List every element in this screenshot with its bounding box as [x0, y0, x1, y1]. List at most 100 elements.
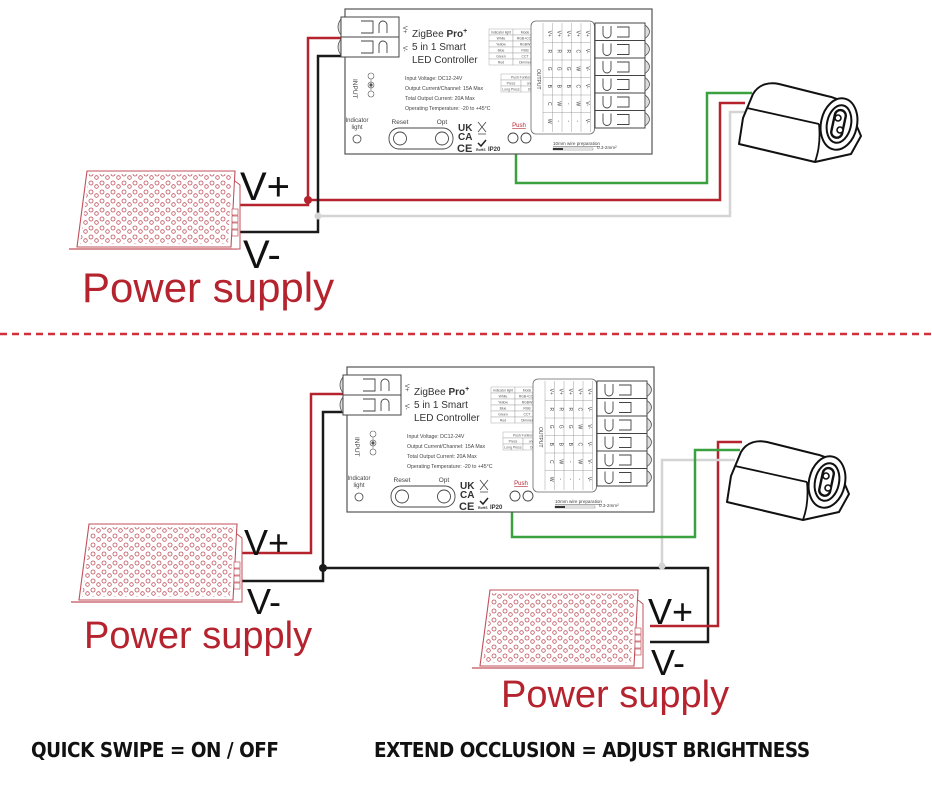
output-grid-cell: B	[546, 85, 552, 89]
output-grid-cell: -	[555, 120, 561, 122]
output-terminal[interactable]	[596, 468, 648, 487]
output-terminal[interactable]	[596, 415, 648, 434]
psu-terminal[interactable]	[231, 208, 239, 216]
indicator-table-cell: CCT	[524, 412, 531, 416]
psu-terminal[interactable]	[634, 634, 642, 642]
wire-gauge-label: 0.3-2mm²	[599, 503, 619, 508]
output-terminal-knob	[644, 24, 650, 40]
ip-rating: IP20	[490, 505, 503, 511]
psu-terminal[interactable]	[233, 575, 241, 583]
output-grid-cell: -	[567, 478, 573, 480]
output-grid-cell: V-	[584, 84, 590, 89]
output-grid-cell: W	[546, 119, 552, 124]
rohs-mark: RoHS	[476, 148, 486, 152]
psu-terminal[interactable]	[233, 582, 241, 590]
psu-vent-holes	[82, 527, 234, 597]
indicator-table-cell: Indicator light	[491, 30, 511, 34]
output-terminal[interactable]	[594, 75, 646, 94]
opt-button[interactable]	[435, 131, 449, 146]
output-terminal[interactable]	[594, 92, 646, 111]
output-terminal[interactable]	[596, 450, 648, 469]
input-terminal[interactable]	[340, 36, 400, 58]
output-terminal[interactable]	[594, 110, 646, 129]
output-grid-cell: V+	[546, 31, 552, 37]
output-grid-cell: W	[548, 477, 554, 482]
output-grid-cell: R	[567, 407, 573, 411]
spec-line: Operating Temperature: -20 to +45°C	[405, 106, 491, 112]
top-positive-wire	[240, 36, 345, 207]
psu-terminal[interactable]	[233, 561, 241, 569]
output-terminal[interactable]	[596, 433, 648, 452]
push-label: Push	[514, 481, 528, 487]
input-terminal[interactable]	[340, 16, 400, 38]
opt-label: Opt	[437, 119, 448, 126]
output-terminal[interactable]	[596, 380, 648, 399]
output-grid-cell: W	[574, 66, 580, 71]
indicator-light	[354, 492, 364, 502]
output-grid-cell: C	[576, 442, 582, 446]
push-terminal-2[interactable]	[520, 132, 532, 144]
output-grid-cell: G	[567, 425, 573, 429]
power-supply-unit	[472, 589, 644, 669]
input-terminal[interactable]	[342, 374, 402, 396]
push-terminal-1[interactable]	[507, 132, 519, 144]
button-plate	[390, 485, 456, 508]
psu-terminal[interactable]	[231, 229, 239, 237]
output-grid-cell: V+	[555, 31, 561, 37]
output-grid-cell: V-	[584, 66, 590, 71]
spec-line: Operating Temperature: -20 to +45°C	[407, 464, 493, 470]
caption-extend-occlusion: EXTEND OCCLUSION = ADJUST BRIGHTNESS	[374, 738, 810, 762]
power-supply-unit	[69, 170, 241, 250]
output-terminal[interactable]	[594, 57, 646, 76]
indicator-table-cell: RGB	[521, 48, 529, 52]
output-terminal-knob	[644, 111, 650, 127]
input-terminal[interactable]	[342, 394, 402, 416]
rohs-check-icon	[477, 139, 487, 148]
output-grid-cell: V-	[584, 101, 590, 106]
power-supply-top	[69, 170, 241, 250]
output-terminal[interactable]	[594, 22, 646, 41]
psu-terminal[interactable]	[231, 215, 239, 223]
opt-button[interactable]	[437, 489, 451, 504]
output-grid-cell: W	[576, 424, 582, 429]
power-supply-unit	[71, 523, 243, 603]
psu-terminal[interactable]	[231, 222, 239, 230]
bottom-positive-wire	[240, 392, 345, 555]
indicator-table-cell: RGBW	[522, 400, 533, 404]
output-terminal[interactable]	[596, 398, 648, 417]
output-grid-cell: C	[574, 84, 580, 88]
output-grid-cell: V-	[586, 459, 592, 464]
push-terminal-1[interactable]	[509, 490, 521, 502]
output-grid-cell: G	[565, 67, 571, 71]
ukca-mark: UK	[460, 481, 475, 492]
output-grid-cell: V-	[584, 49, 590, 54]
wire-prep-label: 10mm wire preparation	[555, 499, 602, 504]
reset-button[interactable]	[393, 131, 407, 146]
output-grid-cell: V-	[586, 442, 592, 447]
controller-subtitle: 5 in 1 Smart	[412, 42, 466, 53]
indicator-table-cell: Red	[500, 418, 506, 422]
input-vplus-marking: V+	[401, 26, 407, 34]
bottom-neutral-wire	[660, 458, 735, 566]
indicator-table-cell: Indicator light	[493, 388, 513, 392]
reset-button[interactable]	[395, 489, 409, 504]
psu-terminal[interactable]	[233, 568, 241, 576]
output-grid-cell: V+	[576, 389, 582, 395]
top-negative-wire	[240, 54, 345, 234]
psu-terminal[interactable]	[634, 648, 642, 656]
psu-vent-holes	[483, 593, 635, 663]
top-psu-label: Power supply	[82, 264, 334, 311]
push-terminal-2[interactable]	[522, 490, 534, 502]
psu-terminal[interactable]	[634, 641, 642, 649]
push-table-cell: Long Press	[502, 88, 519, 92]
bottom-psu2-label: Power supply	[501, 674, 729, 716]
bottom-junction-neutral	[658, 562, 666, 570]
output-grid-cell: V+	[548, 389, 554, 395]
push-label: Push	[512, 123, 526, 129]
psu-vent-holes	[80, 174, 232, 244]
bottom-signal-wire	[510, 448, 740, 539]
output-terminal[interactable]	[594, 40, 646, 59]
psu-terminal[interactable]	[634, 627, 642, 635]
